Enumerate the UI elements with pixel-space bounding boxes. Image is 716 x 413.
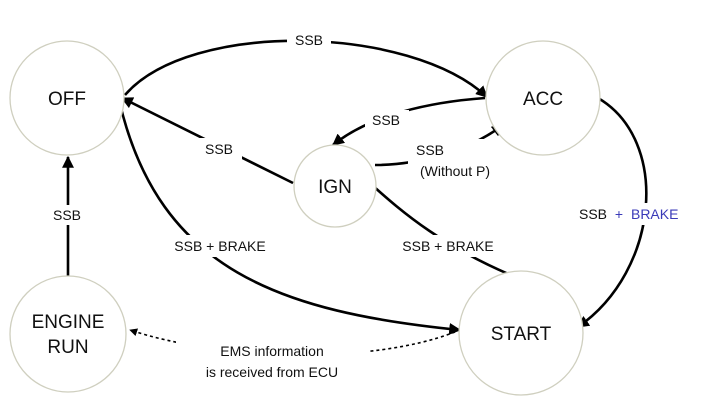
node-engine-run-circle: [9, 275, 127, 393]
edge-label-off-to-start: SSB + BRAKE: [174, 238, 265, 254]
edge-label-acc-to-start-ssb: SSB: [579, 206, 607, 222]
edge-label-bg: [46, 205, 90, 225]
node-acc: ACC: [485, 40, 601, 156]
edge-label-start-to-engine-run: EMS information: [220, 343, 323, 359]
node-acc-circle: [485, 40, 601, 156]
edge-ign-to-start: [371, 184, 530, 284]
edge-label-bg: [365, 110, 409, 130]
edge-label-off-to-acc: SSB: [295, 32, 323, 48]
node-off-label: OFF: [48, 89, 86, 110]
node-start: START: [458, 270, 584, 396]
edge-label-bg: [196, 138, 242, 160]
edge-label-bg: [384, 235, 512, 257]
node-acc-label: ACC: [523, 89, 563, 110]
edge-label-bg: [287, 29, 331, 49]
edge-label-bg: [176, 340, 368, 384]
edge-off-to-acc: [124, 39, 488, 98]
node-ign-circle: [293, 144, 377, 228]
edge-labels: SSB SSB SSB (Without P) SSB SSB + BRAKE …: [46, 29, 710, 384]
node-engine-run-label-line1: ENGINE: [32, 312, 105, 333]
edge-label-ign-to-acc-note: (Without P): [420, 163, 490, 179]
edge-label-acc-to-start: SSB + BRAKE: [579, 206, 678, 222]
edge-label-bg: [158, 235, 282, 257]
node-off-circle: [9, 40, 125, 156]
edge-label-bg: [408, 139, 504, 183]
node-start-circle: [458, 270, 584, 396]
edge-label-acc-to-ign: SSB: [372, 112, 400, 128]
node-start-label: START: [491, 324, 552, 345]
node-ign: IGN: [293, 144, 377, 228]
node-engine-run: ENGINE RUN: [9, 275, 127, 393]
node-off: OFF: [9, 40, 125, 156]
edge-label-start-to-engine-run-2: is received from ECU: [206, 364, 338, 380]
edge-label-acc-to-start-plus: +: [615, 206, 623, 222]
edge-label-bg: [574, 203, 710, 225]
node-ign-label: IGN: [318, 177, 352, 198]
edge-label-acc-to-start-brake: BRAKE: [631, 206, 678, 222]
edge-label-engine-run-to-off: SSB: [53, 207, 81, 223]
edge-label-ign-to-acc: SSB: [416, 142, 444, 158]
edge-label-ign-to-off: SSB: [205, 141, 233, 157]
edge-off-to-start: [118, 103, 462, 335]
edge-label-ign-to-start: SSB + BRAKE: [402, 238, 493, 254]
nodes: OFF ACC IGN START ENGINE RUN: [9, 40, 601, 396]
node-engine-run-label-line2: RUN: [47, 337, 88, 358]
